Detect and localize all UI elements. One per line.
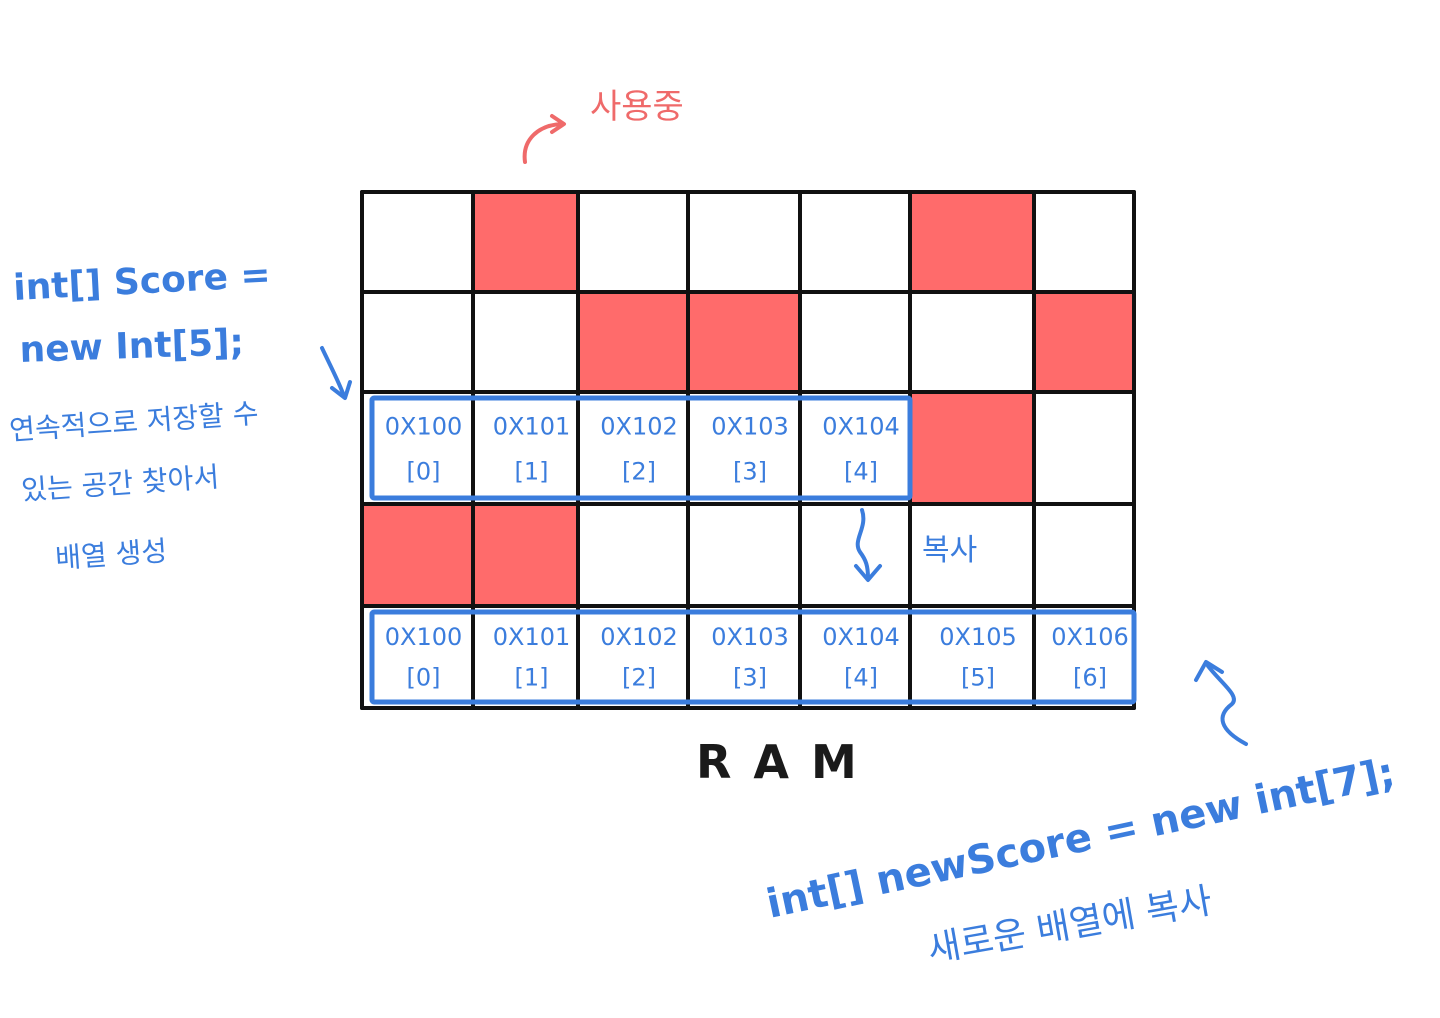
ram-label: RAM <box>696 735 879 789</box>
first-array-desc-line1: 연속적으로 저장할 수 <box>8 397 259 447</box>
second-array-arrow-icon <box>1206 664 1248 746</box>
first-array-arrow-icon <box>320 346 346 398</box>
used-label: 사용중 <box>590 87 684 127</box>
first-array-cell-index: [2] <box>622 457 656 485</box>
used-cell <box>912 194 1032 290</box>
first-array-cell-address: 0X102 <box>600 413 678 441</box>
used-cell <box>364 506 471 604</box>
used-cell <box>912 394 1032 502</box>
second-array-cell-address: 0X105 <box>939 623 1017 651</box>
first-array-cell-index: [3] <box>733 457 767 485</box>
copy-arrowhead-icon <box>854 564 882 582</box>
first-array-code-line1: int[] Score = <box>12 255 271 309</box>
first-array-cell-address: 0X100 <box>385 413 463 441</box>
second-array-cell-address: 0X102 <box>600 623 678 651</box>
first-array-code-line2: new Int[5]; <box>19 322 245 371</box>
second-array-cell-address: 0X103 <box>711 623 789 651</box>
copy-label: 복사 <box>922 533 977 568</box>
first-array-cell-index: [0] <box>407 457 441 485</box>
used-arrow-icon <box>522 122 564 164</box>
first-array-desc-line3: 배열 생성 <box>54 534 168 575</box>
first-array-arrowhead-icon <box>330 380 352 400</box>
first-array-desc-line2: 있는 공간 찾아서 <box>20 460 220 507</box>
first-array-cell-address: 0X101 <box>493 413 571 441</box>
second-array-cell-index: [3] <box>733 664 767 692</box>
first-array-cell-address: 0X103 <box>711 413 789 441</box>
first-array-cell-index: [1] <box>515 457 549 485</box>
copy-annotation: 복사 <box>854 508 977 582</box>
first-array-cell-address: 0X104 <box>822 413 900 441</box>
second-array-cell-address: 0X106 <box>1051 623 1129 651</box>
used-arrowhead-icon <box>550 114 566 134</box>
used-cell <box>690 294 798 390</box>
second-array-arrowhead-icon <box>1194 660 1224 682</box>
used-cell <box>475 194 576 290</box>
second-array-box <box>369 609 1137 705</box>
second-array-cell-address: 0X104 <box>822 623 900 651</box>
used-cell <box>475 506 576 604</box>
arrays-layer: 0X100 [0] 0X101 [1] 0X102 [2] 0X103 [3] 0X104 [4]… <box>369 395 1137 705</box>
second-array-cell-index: [1] <box>515 664 549 692</box>
second-array-cell-index: [4] <box>844 664 878 692</box>
second-array-cell-address: 0X101 <box>493 623 571 651</box>
first-array-box <box>369 395 913 501</box>
second-array-cell-index: [5] <box>961 664 995 692</box>
copy-arrow-icon <box>855 508 870 580</box>
used-cell <box>580 294 686 390</box>
second-array-cell-index: [0] <box>407 664 441 692</box>
used-cells-layer <box>364 194 1132 604</box>
first-array-cell-index: [4] <box>844 457 878 485</box>
second-array-cell-address: 0X100 <box>385 623 463 651</box>
first-array-annotation: int[] Score = new Int[5]; 연속적으로 저장할 수 있는… <box>8 255 352 575</box>
second-array-cell-index: [2] <box>622 664 656 692</box>
second-array-desc-line: 새로운 배열에 복사 <box>924 880 1215 970</box>
second-array-cell-index: [6] <box>1073 664 1107 692</box>
used-cell <box>1036 294 1132 390</box>
